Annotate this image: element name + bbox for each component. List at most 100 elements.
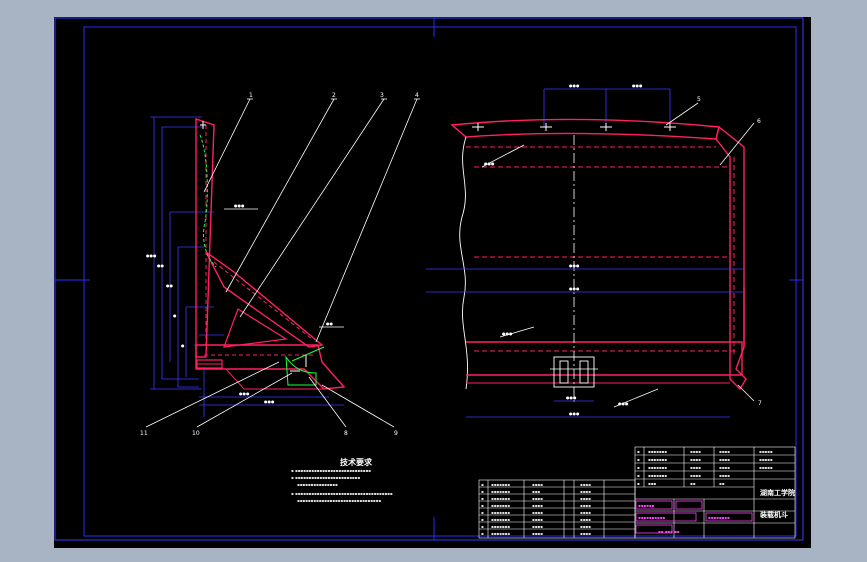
svg-text:▪▪▪▪▪▪▪: ▪▪▪▪▪▪▪ xyxy=(491,510,510,515)
front-view: ●●● ●●● xyxy=(426,83,755,418)
svg-text:▪▪▪▪▪▪: ▪▪▪▪▪▪ xyxy=(638,503,655,508)
callout-6: 6 xyxy=(757,118,761,125)
svg-text:▪▪▪▪▪▪▪: ▪▪▪▪▪▪▪ xyxy=(491,517,510,522)
svg-text:▪▪▪: ▪▪▪ xyxy=(532,489,540,494)
svg-text:▪▪▪▪▪▪▪: ▪▪▪▪▪▪▪ xyxy=(491,524,510,529)
svg-text:▪▪▪▪: ▪▪▪▪ xyxy=(532,482,543,487)
svg-text:●●●: ●●● xyxy=(618,401,629,406)
svg-text:▪▪▪▪: ▪▪▪▪ xyxy=(580,482,591,487)
svg-text:▪▪▪▪▪▪▪: ▪▪▪▪▪▪▪ xyxy=(491,482,510,487)
svg-text:▪▪▪▪▪▪▪: ▪▪▪▪▪▪▪ xyxy=(491,496,510,501)
svg-text:▪▪▪▪: ▪▪▪▪ xyxy=(532,510,543,515)
svg-text:▪▪▪▪: ▪▪▪▪ xyxy=(719,457,730,462)
svg-text:▪▪▪▪: ▪▪▪▪ xyxy=(580,510,591,515)
callout-7: 7 xyxy=(758,400,762,407)
svg-text:▪▪▪▪: ▪▪▪▪ xyxy=(532,503,543,508)
svg-text:▪▪▪▪▪▪▪: ▪▪▪▪▪▪▪ xyxy=(491,489,510,494)
callout-8: 8 xyxy=(344,430,348,437)
sheet-outer-border xyxy=(54,17,804,541)
svg-text:▪▪▪▪: ▪▪▪▪ xyxy=(690,457,701,462)
svg-text:▪▪▪▪: ▪▪▪▪ xyxy=(532,496,543,501)
svg-text:▪ ▪▪▪▪▪▪▪▪▪▪▪▪▪▪▪▪▪▪▪▪▪▪▪▪: ▪ ▪▪▪▪▪▪▪▪▪▪▪▪▪▪▪▪▪▪▪▪▪▪▪▪ xyxy=(291,475,360,480)
svg-text:●●●: ●●● xyxy=(146,253,157,258)
svg-text:▪: ▪ xyxy=(481,510,484,515)
parts-list xyxy=(478,479,636,539)
svg-text:▪▪▪▪▪▪▪: ▪▪▪▪▪▪▪ xyxy=(491,531,510,536)
svg-text:▪▪▪▪: ▪▪▪▪ xyxy=(690,465,701,470)
svg-text:●●●: ●●● xyxy=(234,203,245,208)
svg-text:●●: ●● xyxy=(326,321,333,326)
svg-text:▪: ▪ xyxy=(481,524,484,529)
svg-text:▪: ▪ xyxy=(481,531,484,536)
callout-2: 2 xyxy=(332,92,336,99)
svg-text:▪▪▪▪: ▪▪▪▪ xyxy=(580,524,591,529)
sheet-inner-frame xyxy=(83,26,797,537)
svg-text:▪▪▪▪: ▪▪▪▪ xyxy=(580,531,591,536)
svg-text:▪▪▪▪▪: ▪▪▪▪▪ xyxy=(759,449,773,454)
svg-text:▪▪▪▪: ▪▪▪▪ xyxy=(580,489,591,494)
cad-drawing: ●●● ●● ●● ● ● ●●● ●●● xyxy=(54,17,804,541)
svg-text:▪▪▪▪▪: ▪▪▪▪▪ xyxy=(759,465,773,470)
svg-text:●●●: ●●● xyxy=(569,263,580,268)
callout-3: 3 xyxy=(380,92,384,99)
svg-text:▪▪ ▪▪▪ ▪▪: ▪▪ ▪▪▪ ▪▪ xyxy=(658,529,680,534)
svg-text:▪: ▪ xyxy=(637,449,640,454)
svg-text:●●: ●● xyxy=(157,263,164,268)
callout-11: 11 xyxy=(140,430,148,437)
svg-text:▪▪▪▪: ▪▪▪▪ xyxy=(580,496,591,501)
svg-text:▪▪▪▪▪▪▪: ▪▪▪▪▪▪▪ xyxy=(648,457,667,462)
svg-text:▪▪▪▪▪▪▪: ▪▪▪▪▪▪▪ xyxy=(491,503,510,508)
callout-1: 1 xyxy=(249,92,253,99)
svg-text:▪: ▪ xyxy=(481,503,484,508)
svg-text:▪▪▪▪: ▪▪▪▪ xyxy=(719,465,730,470)
svg-text:▪: ▪ xyxy=(637,457,640,462)
svg-text:●●●: ●●● xyxy=(632,83,643,88)
svg-text:●●●: ●●● xyxy=(502,331,513,336)
svg-text:▪: ▪ xyxy=(481,517,484,522)
svg-text:▪: ▪ xyxy=(481,482,484,487)
notes-title: 技术要求 xyxy=(340,457,373,467)
svg-text:▪▪▪▪▪▪▪▪: ▪▪▪▪▪▪▪▪ xyxy=(708,515,730,520)
svg-text:●●●: ●●● xyxy=(239,391,250,396)
svg-text:▪▪: ▪▪ xyxy=(719,481,725,486)
svg-text:●●●: ●●● xyxy=(569,286,580,291)
title-block-part-name: 装载机斗 xyxy=(759,510,788,519)
svg-text:●●●: ●●● xyxy=(569,411,580,416)
svg-text:●●: ●● xyxy=(166,283,173,288)
svg-text:▪ ▪▪▪▪▪▪▪▪▪▪▪▪▪▪▪▪▪▪▪▪▪▪▪▪▪▪▪▪: ▪ ▪▪▪▪▪▪▪▪▪▪▪▪▪▪▪▪▪▪▪▪▪▪▪▪▪▪▪▪▪▪▪▪▪▪▪▪ xyxy=(291,491,393,496)
svg-text:▪▪▪▪: ▪▪▪▪ xyxy=(690,449,701,454)
callout-4: 4 xyxy=(415,92,419,99)
svg-text:●●●: ●●● xyxy=(264,399,275,404)
cad-viewport[interactable]: ●●● ●● ●● ● ● ●●● ●●● xyxy=(54,17,811,548)
svg-text:▪▪▪▪: ▪▪▪▪ xyxy=(580,517,591,522)
svg-text:●●●: ●●● xyxy=(569,83,580,88)
svg-text:▪▪: ▪▪ xyxy=(690,481,696,486)
technical-notes: 技术要求 ▪ ▪▪▪▪▪▪▪▪▪▪▪▪▪▪▪▪▪▪▪▪▪▪▪▪▪▪▪▪ ▪ ▪▪… xyxy=(291,457,393,503)
svg-text:▪▪▪▪: ▪▪▪▪ xyxy=(532,531,543,536)
svg-text:▪: ▪ xyxy=(481,489,484,494)
svg-text:▪▪▪▪: ▪▪▪▪ xyxy=(719,473,730,478)
svg-text:▪▪▪▪▪▪▪▪▪▪: ▪▪▪▪▪▪▪▪▪▪ xyxy=(638,515,665,520)
title-block xyxy=(634,446,796,539)
svg-text:▪: ▪ xyxy=(637,465,640,470)
svg-text:▪▪▪▪: ▪▪▪▪ xyxy=(532,524,543,529)
svg-text:▪▪▪▪: ▪▪▪▪ xyxy=(690,473,701,478)
svg-text:▪▪▪▪▪▪▪▪▪▪▪▪▪▪▪▪▪▪▪▪▪▪▪▪▪▪▪▪▪▪: ▪▪▪▪▪▪▪▪▪▪▪▪▪▪▪▪▪▪▪▪▪▪▪▪▪▪▪▪▪▪▪ xyxy=(297,498,381,503)
svg-text:▪: ▪ xyxy=(637,481,640,486)
svg-text:▪▪▪▪▪▪▪▪▪▪▪▪▪▪▪: ▪▪▪▪▪▪▪▪▪▪▪▪▪▪▪ xyxy=(297,482,338,487)
svg-text:▪▪▪▪▪▪▪: ▪▪▪▪▪▪▪ xyxy=(648,465,667,470)
callout-10: 10 xyxy=(192,430,200,437)
svg-text:▪▪▪▪▪▪▪: ▪▪▪▪▪▪▪ xyxy=(648,449,667,454)
svg-text:▪ ▪▪▪▪▪▪▪▪▪▪▪▪▪▪▪▪▪▪▪▪▪▪▪▪▪▪▪▪: ▪ ▪▪▪▪▪▪▪▪▪▪▪▪▪▪▪▪▪▪▪▪▪▪▪▪▪▪▪▪ xyxy=(291,468,371,473)
svg-text:●: ● xyxy=(173,313,177,318)
svg-text:▪: ▪ xyxy=(637,473,640,478)
svg-text:▪▪▪▪: ▪▪▪▪ xyxy=(719,449,730,454)
callout-9: 9 xyxy=(394,430,398,437)
svg-text:▪▪▪▪: ▪▪▪▪ xyxy=(532,517,543,522)
svg-text:▪▪▪▪▪▪▪: ▪▪▪▪▪▪▪ xyxy=(648,473,667,478)
side-view: ●●● ●● ●● ● ● ●●● ●●● xyxy=(145,98,420,428)
callout-5: 5 xyxy=(697,96,701,103)
svg-text:●●●: ●●● xyxy=(484,161,495,166)
svg-text:▪▪▪▪: ▪▪▪▪ xyxy=(580,503,591,508)
svg-text:▪▪▪▪▪: ▪▪▪▪▪ xyxy=(759,457,773,462)
